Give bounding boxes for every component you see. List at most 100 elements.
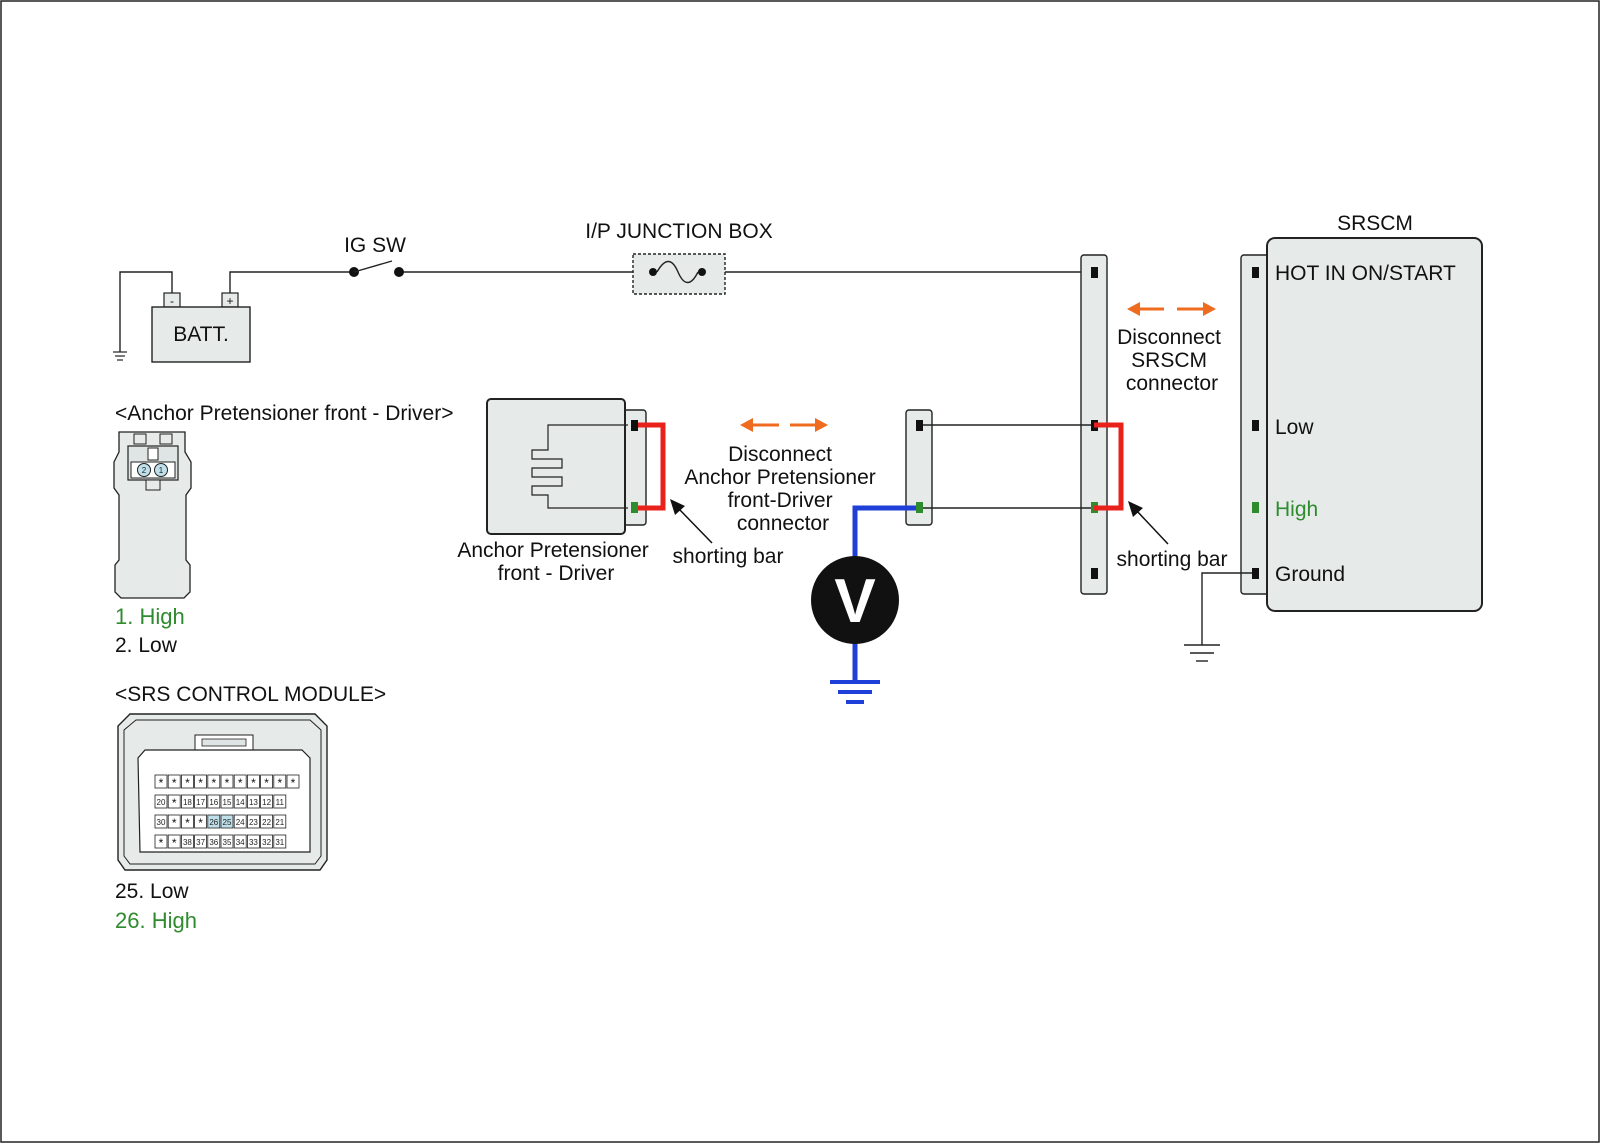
fuse-symbol <box>656 260 699 284</box>
anchor-pin-1-label: 1. High <box>115 604 185 629</box>
srs-pin-cell <box>233 814 247 829</box>
srs-pin-cell <box>207 814 221 829</box>
srs-pin-number: 34 <box>236 838 245 847</box>
srs-pin-cell <box>207 794 221 809</box>
shorting-bar-right <box>1094 422 1124 511</box>
srs-pin-number: 17 <box>196 798 205 807</box>
srs-pin-26-label: 26. High <box>115 908 197 933</box>
srs-pin-number: 22 <box>262 818 271 827</box>
srs-pin-number: 12 <box>262 798 271 807</box>
srs-pin-number: 37 <box>196 838 205 847</box>
srs-pin-cell <box>220 834 234 849</box>
srs-pin-number: 16 <box>209 798 218 807</box>
srs-pin-cell <box>167 774 181 789</box>
srs-pin-cell <box>167 834 181 849</box>
srs-pin-number: 26 <box>209 818 218 827</box>
srs-pin-cell <box>207 834 221 849</box>
srs-pin-cell <box>233 774 247 789</box>
supply-wires <box>119 271 1093 352</box>
pin-label-high: High <box>1275 498 1318 521</box>
srs-pin-25-label: 25. Low <box>115 880 189 903</box>
srs-pin-number: * <box>159 776 164 790</box>
anchor-component-label: Anchor Pretensioner front - Driver <box>457 539 654 585</box>
srs-pin-number: * <box>238 776 243 790</box>
srs-pin-number: * <box>264 776 269 790</box>
battery-neg-label: - <box>170 294 174 308</box>
srs-pin-cell <box>180 814 194 829</box>
srs-pin-number: 23 <box>249 818 258 827</box>
srs-pin-cell <box>233 834 247 849</box>
srs-pin-cell <box>260 814 274 829</box>
srs-pin-number: * <box>277 776 282 790</box>
anchor-pin-2-label: 2. Low <box>115 634 178 657</box>
srs-pin-cell <box>180 774 194 789</box>
srs-pin-cell <box>220 794 234 809</box>
srs-pin-cell <box>167 794 181 809</box>
srs-pin-cell <box>273 794 287 809</box>
junction-box: I/P JUNCTION BOX <box>585 220 773 295</box>
anchor-high-pin <box>631 502 638 513</box>
anchor-pretensioner-internal <box>531 424 628 509</box>
anchor-harness-high-pin <box>916 502 923 513</box>
srs-pin-cell <box>286 774 300 789</box>
srs-pin-number: * <box>291 776 296 790</box>
srs-pin-number: 31 <box>275 838 284 847</box>
signal-wires <box>923 424 1091 509</box>
anchor-connector-pin-1: 1 <box>159 466 164 475</box>
anchor-connector-face: 2 1 <box>113 431 192 599</box>
srs-pin-number: * <box>172 816 177 830</box>
srs-pin-cell <box>180 834 194 849</box>
srs-pin-cell <box>273 814 287 829</box>
srs-pin-number: 15 <box>223 798 232 807</box>
srs-pin-cell <box>220 774 234 789</box>
srs-pin-cell <box>246 834 260 849</box>
pin-label-hot: HOT IN ON/START <box>1275 262 1456 285</box>
voltmeter-positive-lead <box>852 505 916 560</box>
srs-pin-cell <box>260 774 274 789</box>
srs-pin-number: * <box>159 836 164 850</box>
battery-label: BATT. <box>173 323 229 346</box>
srs-module-title: <SRS CONTROL MODULE> <box>115 683 386 706</box>
disconnect-anchor-label: Disconnect Anchor Pretensioner front-Dri… <box>684 443 881 535</box>
srs-pin-cell <box>194 794 208 809</box>
srs-pin-number: 25 <box>223 818 232 827</box>
srscm-title: SRSCM <box>1337 212 1413 235</box>
srs-pin-cell <box>180 794 194 809</box>
srs-pin-number: 38 <box>183 838 192 847</box>
shorting-bar-left-pointer <box>670 499 713 544</box>
battery-body <box>151 306 251 363</box>
srs-pin-cell <box>207 774 221 789</box>
srs-pin-number: * <box>185 816 190 830</box>
shorting-bar-right-pointer <box>1128 501 1169 545</box>
srs-pin-number: * <box>211 776 216 790</box>
pin-label-low: Low <box>1275 416 1314 439</box>
anchor-pretensioner-body <box>486 398 626 535</box>
srs-pin-number: * <box>251 776 256 790</box>
srs-pin-cell <box>194 774 208 789</box>
srs-pin-cell <box>220 814 234 829</box>
anchor-pretensioner <box>486 398 647 535</box>
srs-pin-number: 20 <box>157 798 166 807</box>
ignition-switch: IG SW <box>344 234 406 277</box>
srs-pin-number: 36 <box>209 838 218 847</box>
anchor-connector-title: <Anchor Pretensioner front - Driver> <box>115 402 453 425</box>
srscm-body <box>1266 237 1483 612</box>
voltmeter: V <box>811 556 899 644</box>
ig-sw-label: IG SW <box>344 234 406 257</box>
srs-pin-number: * <box>172 836 177 850</box>
srs-pin-cell <box>154 834 168 849</box>
srscm-high-pin <box>1252 502 1259 513</box>
srs-pin-cell <box>246 774 260 789</box>
srs-pin-number: * <box>172 796 177 810</box>
srs-pin-number: 33 <box>249 838 258 847</box>
anchor-connector-pin-2: 2 <box>142 466 147 475</box>
srs-pin-cell <box>154 814 168 829</box>
shorting-bar-right-label: shorting bar <box>1117 548 1228 571</box>
srs-pin-number: 11 <box>276 798 285 807</box>
disconnect-srscm-arrows <box>1127 302 1216 316</box>
srs-pin-number: 21 <box>275 818 284 827</box>
shorting-bar-left-label: shorting bar <box>673 545 784 568</box>
srs-pin-number: * <box>225 776 230 790</box>
srs-pin-number: 30 <box>157 818 166 827</box>
